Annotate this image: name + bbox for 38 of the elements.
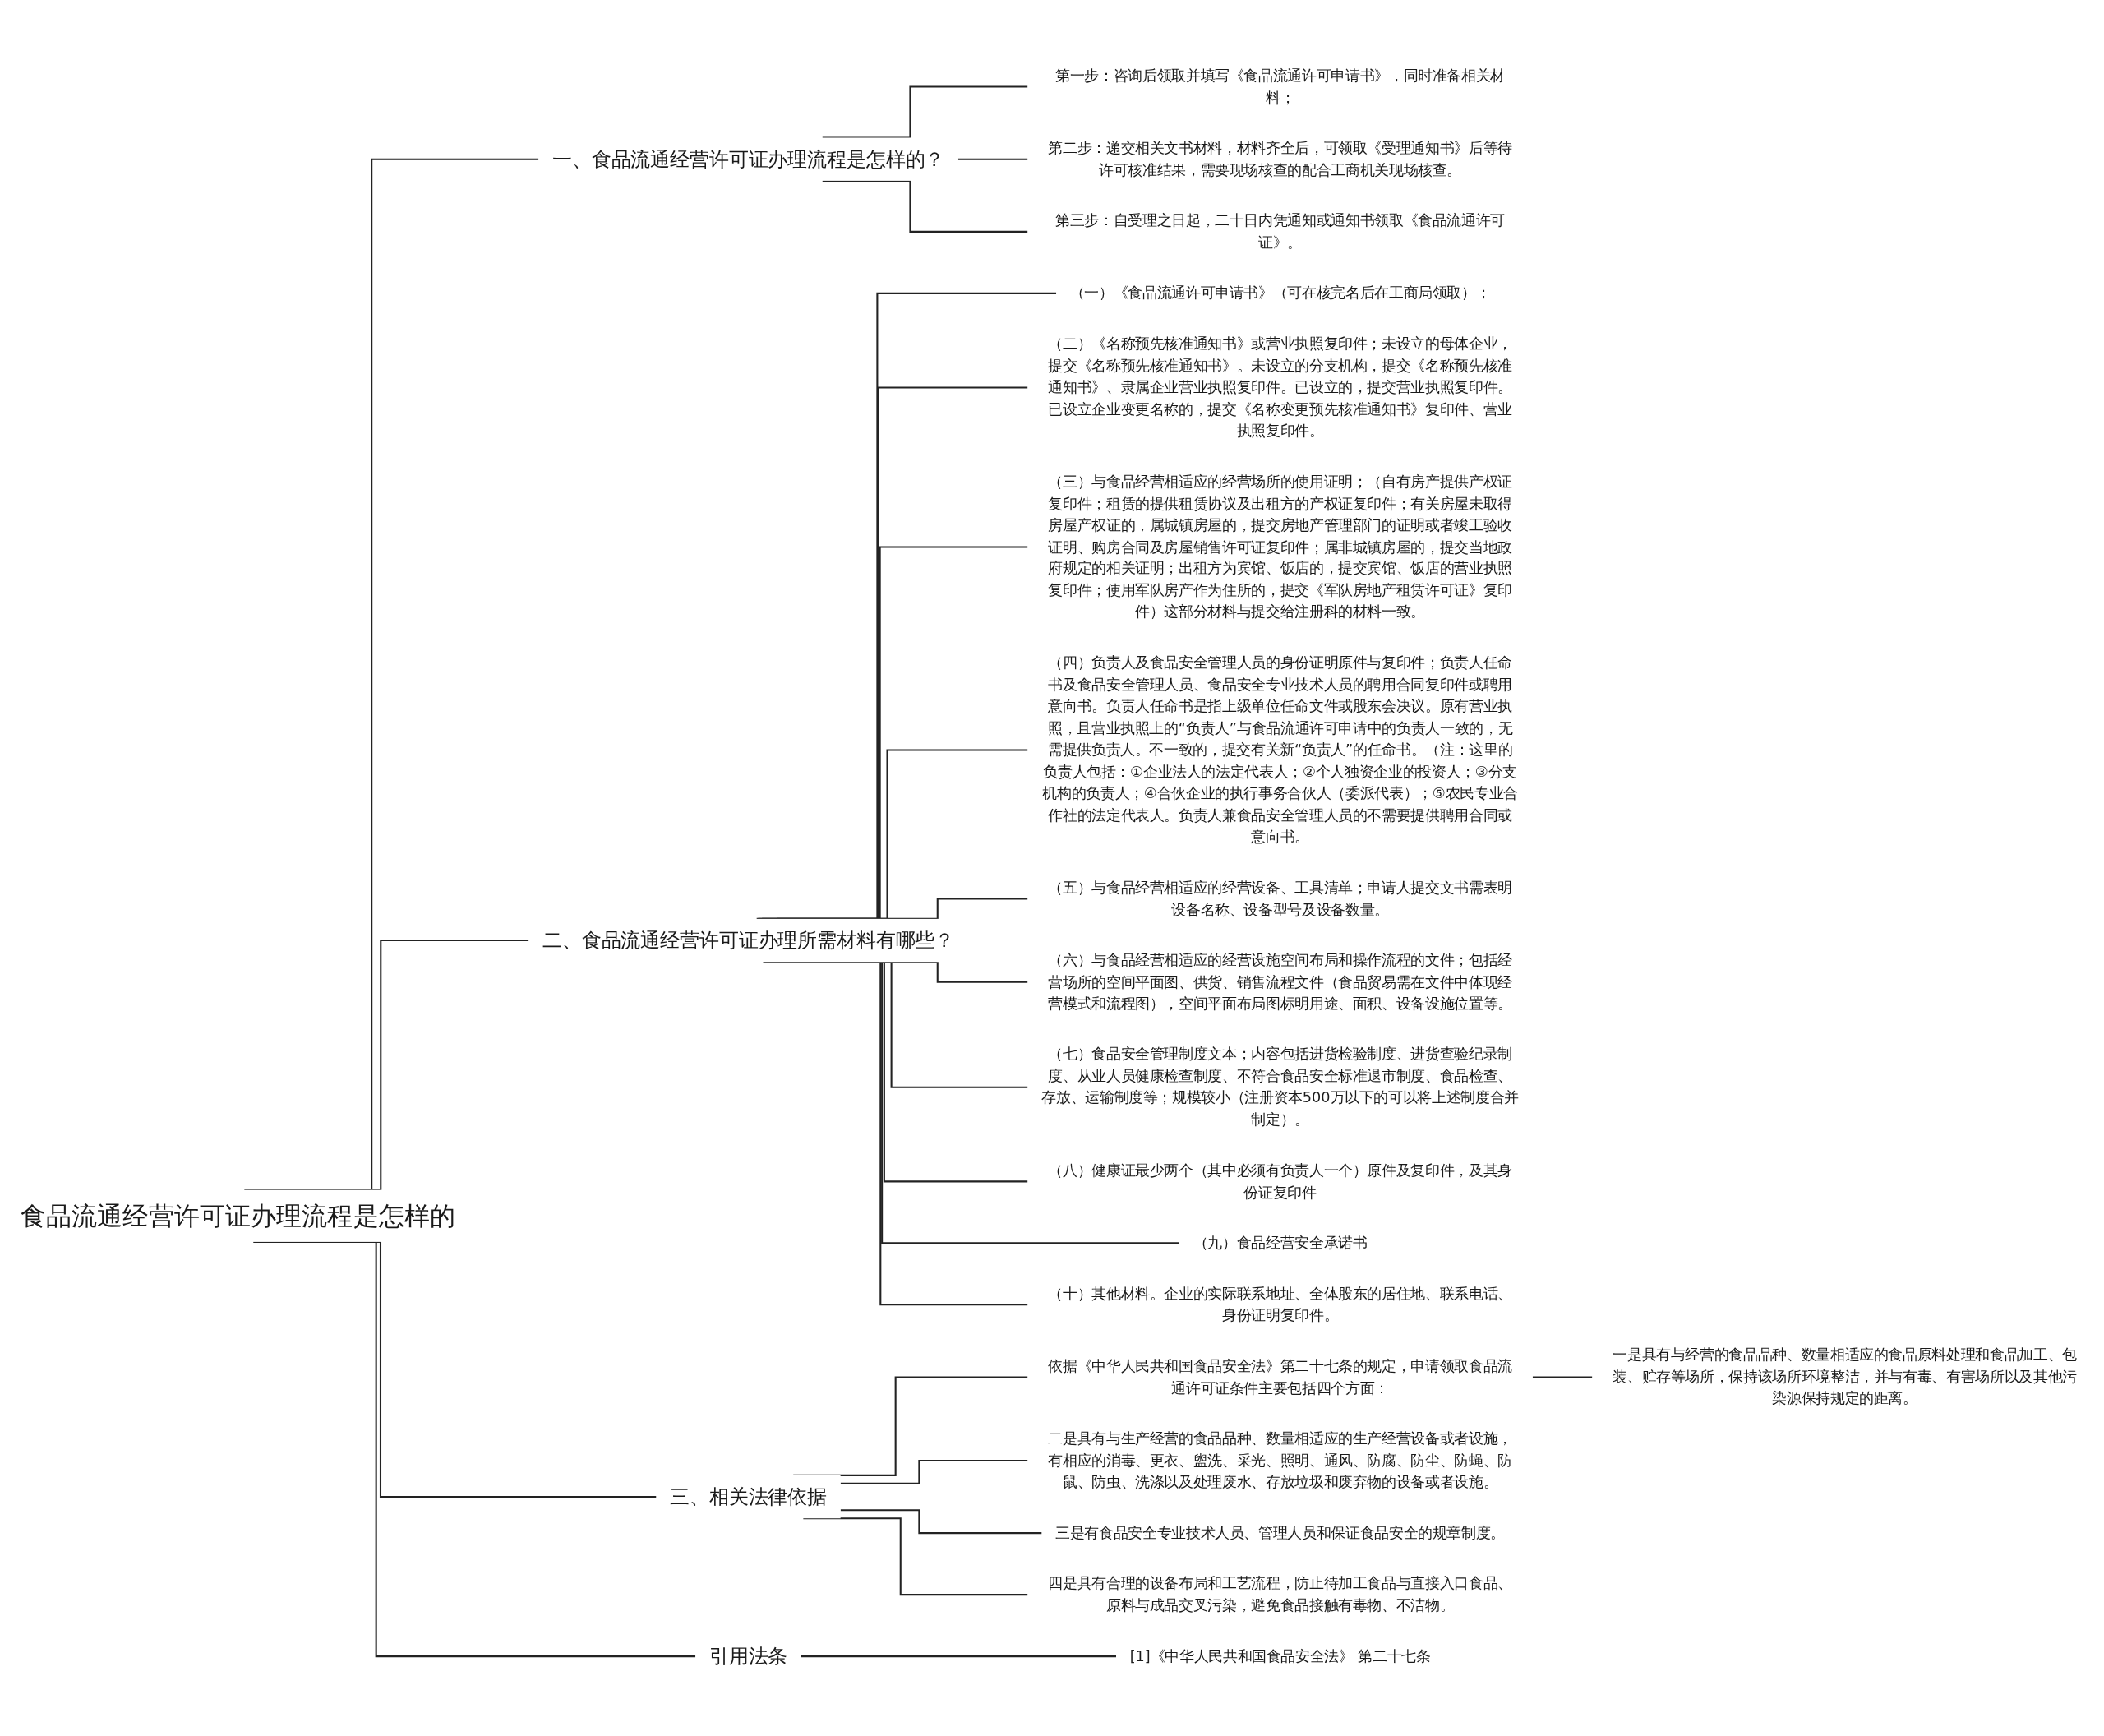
- connector: [758, 386, 1028, 920]
- node-text: 依据《中华人民共和国食品安全法》第二十七条的规定，申请领取食品流通许可证条件主要包括四个方面：: [1048, 1357, 1512, 1397]
- node-text: （一）《食品流通许可申请书》（可在核完名后在工商局领取）；: [1069, 284, 1491, 302]
- node-text: （五）与食品经营相适应的经营设备、工具清单；申请人提交文书需表明设备名称、设备型号及设备数量。: [1048, 878, 1512, 918]
- connector: [762, 546, 1028, 920]
- connector: [801, 1655, 1117, 1658]
- node-text: 第三步：自受理之日起，二十日内凭通知或通知书领取《食品流通许可证》。: [1055, 211, 1506, 251]
- node-text: 第二步：递交相关文书材料，材料齐全后，可领取《受理通知书》后等待许可核准结果，需要现场核查的配合工商机关现场核查。: [1048, 139, 1512, 178]
- connector: [803, 1517, 1028, 1596]
- connector: [763, 961, 1028, 1306]
- connector: [253, 1240, 696, 1658]
- connector: [776, 749, 1028, 920]
- node-text: 引用法条: [708, 1645, 788, 1668]
- node-text: 四是具有合理的设备布局和工艺流程，防止待加工食品与直接入口食品、原料与成品交叉污染，避免食品接触有毒物、不洁物。: [1048, 1574, 1512, 1614]
- node-text: （二）《名称预先核准通知书》或营业执照复印件；未设立的母体企业，提交《名称预先核准通知书》。未设立的分支机构，提交《名称预先核准通知书》、隶属企业营业执照复印件。已设立的，提交营业执照复印件。已设立企业变更名称的，提交《名称变更预先核准通知书》复印件、营业执照复印件。: [1048, 335, 1512, 440]
- node-text: [1]《中华人民共和国食品安全法》 第二十七条: [1129, 1646, 1431, 1664]
- connector: [1532, 1376, 1593, 1378]
- node-text: （九）食品经营安全承诺书: [1193, 1234, 1368, 1251]
- connector: [244, 158, 539, 1191]
- connector: [877, 898, 1028, 920]
- connector: [822, 179, 1028, 233]
- connector: [793, 1376, 1028, 1476]
- connector: [957, 158, 1028, 160]
- connector: [756, 292, 1057, 920]
- node-text: 一是具有与经营的食品品种、数量相适应的食品原料处理和食品加工、包装、贮存等场所，保持该场所环境整洁，并与有毒、有害场所以及其他污染源保持规定的距离。: [1613, 1346, 2077, 1407]
- node-text: 三是有食品安全专业技术人员、管理人员和保证食品安全的规章制度。: [1055, 1523, 1506, 1541]
- connector: [840, 1459, 1028, 1484]
- connector: [822, 85, 1028, 139]
- node-text: （十）其他材料。企业的实际联系地址、全体股东的居住地、联系电话、身份证明复印件。: [1048, 1284, 1512, 1324]
- node-text: 二是具有与生产经营的食品品种、数量相适应的生产经营设备或者设施，有相应的消毒、更衣、盥洗、采光、照明、通风、防腐、防尘、防蝇、防鼠、防虫、洗涤以及处理废水、存放垃圾和废弃物的设备或者设施。: [1048, 1429, 1512, 1490]
- node-text: （六）与食品经营相适应的经营设施空间布局和操作流程的文件；包括经营场所的空间平面图、供货、销售流程文件（食品贸易需在文件中体现经营模式和流程图），空间平面布局图标明用途、面积、设备设施位置等。: [1048, 951, 1512, 1012]
- node-text: （七）食品安全管理制度文本；内容包括进货检验制度、进货查验纪录制度、从业人员健康检查制度、不符合食品安全标准退市制度、食品检查、存放、运输制度等；规模较小（注册资本500万以下的可以将上述制度合并制定）。: [1041, 1045, 1519, 1128]
- connector: [840, 1509, 1042, 1535]
- connector: [262, 940, 529, 1191]
- node-text: （八）健康证最少两个（其中必须有负责人一个）原件及复印件，及其身份证复印件: [1048, 1161, 1512, 1201]
- node-text: （三）与食品经营相适应的经营场所的使用证明；（自有房产提供产权证复印件；租赁的提供租赁协议及出租方的产权证复印件；有关房屋未取得房屋产权证的，属城镇房屋的，提交房地产管理部门的证明或者竣工验收证明、购房合同及房屋销售许可证复印件；属非城镇房屋的，提交当地政府规定的相关证明；出租方为宾馆、饭店的，提交宾馆、饭店的营业执照复印件；使用军队房产作为住所的，提交《军队房地产租赁许可证》复印件）这部分材料与提交给注册科的材料一致。: [1048, 473, 1512, 621]
- node-text: （四）负责人及食品安全管理人员的身份证明原件与复印件；负责人任命书及食品安全管理人员、食品安全专业技术人员的聘用合同复印件或聘用意向书。负责人任命书是指上级单位任命文件或股东会决议。原有营业执照，且营业执照上的“负责人”与食品流通许可申请中的负责人一致的，无需提供负责人。不一致的，提交有关新“负责人”的任命书。（注：这里的负责人包括：①企业法人的法定代表人；②个人独资企业的投资人；③分支机构的负责人；④合伙企业的执行事务合伙人（委派代表）；⑤农民专业合作社的法定代表人。负责人兼食品安全管理人员的不需要提供聘用合同或意向书。: [1042, 653, 1518, 845]
- node-text: 第一步：咨询后领取并填写《食品流通许可申请书》，同时准备相关材料；: [1055, 67, 1506, 106]
